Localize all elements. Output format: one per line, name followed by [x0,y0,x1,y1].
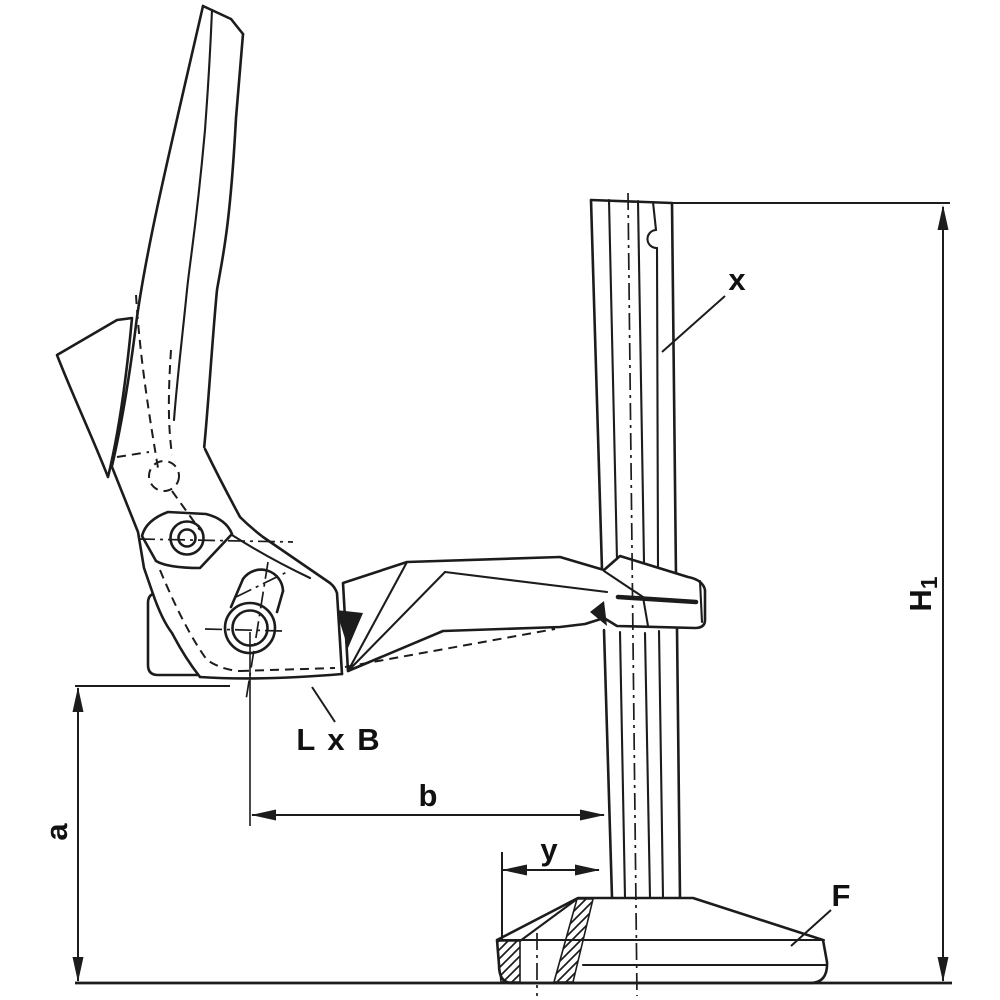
spindle-slot-side-left [229,577,245,609]
rail-right-edge [670,201,682,900]
bracket-block-inner-edge [698,579,704,624]
y-arrow-right [575,864,600,876]
handle-lever [110,4,245,490]
h1-arrow-down [937,957,949,982]
b-arrow-right [580,809,605,821]
rail-groove-line-1 [607,198,627,900]
handle-right-edge [202,32,245,451]
hidden-lines [116,294,556,672]
clamp-arm [336,554,707,673]
bracket-bottom-bold-edge [615,594,699,605]
arm-wedge-edge-top [346,560,409,673]
pivot-centerline [137,538,294,543]
hidden-spindle-right [167,349,173,456]
hidden-cross-line [116,451,150,458]
pivot-inner-circle [177,528,197,548]
dimension-labels: x H1 L x B b a y F [39,262,942,913]
arm-long-bevel-line [443,570,609,594]
centerlines [137,192,638,997]
housing-bottom-pad-edge [198,672,344,680]
hidden-link-line [171,490,201,531]
rail-left-edge [589,198,614,900]
hidden-nut-circle [148,460,180,492]
bracket-face-diagonal [602,569,645,599]
a-arrow-up [72,687,84,712]
x-leader-line [661,295,726,353]
housing-right-edge [328,581,344,676]
label-h1: H1 [903,576,942,611]
spindle-slot-side-right [275,589,285,614]
hidden-arm-underside [344,628,556,668]
housing-notch-lower-edge [230,533,312,580]
base-section-wall-hatch [496,940,521,983]
f-leader-line [790,909,832,947]
b-arrow-left [251,809,276,821]
slot-cross-centerline [235,570,290,598]
y-arrow-left [502,864,527,876]
spindle-horizontal-centerline [204,628,284,632]
rail-centerline [627,192,638,997]
arm-outline [341,554,707,673]
h1-arrow-up [937,205,949,230]
clamp-head-housing [110,428,344,680]
rail-notch-arc [646,228,659,250]
hidden-pad-bottom [239,667,336,672]
arm-root-hook-wedge [336,610,363,648]
base-inner-slope-line [518,897,579,943]
arm-wedge-edge-mid [346,570,447,673]
grip-horn [55,316,134,479]
rail-column [589,198,682,900]
horn-outline [55,316,134,479]
label-x: x [728,262,746,297]
label-y: y [540,832,558,867]
base-foot [495,896,829,985]
dimensions [72,202,952,985]
label-lxb: L x B [296,722,381,757]
housing-upper-right-edge [203,447,332,585]
a-arrow-down [72,957,84,982]
hidden-housing-fillet [159,569,241,672]
handle-middle-ridge [172,8,214,422]
bracket-left-hook-wedge [590,601,607,626]
label-a: a [39,823,74,841]
handle-left-edge [110,4,205,468]
hidden-spindle-left [135,294,159,469]
label-f: F [832,878,851,913]
label-h1-main: H [903,589,938,611]
rail-groove-line-3 [651,200,665,900]
label-h1-sub: 1 [916,576,942,589]
lxb-leader-line [311,686,336,723]
label-b: b [419,778,438,813]
pivot-outer-circle [169,520,205,556]
rail-top-edge [589,198,674,205]
bracket-face-side [641,595,650,628]
housing-left-edge [110,465,155,596]
rail-groove-line-2 [636,199,652,900]
housing-lower-left-edge [151,592,202,679]
